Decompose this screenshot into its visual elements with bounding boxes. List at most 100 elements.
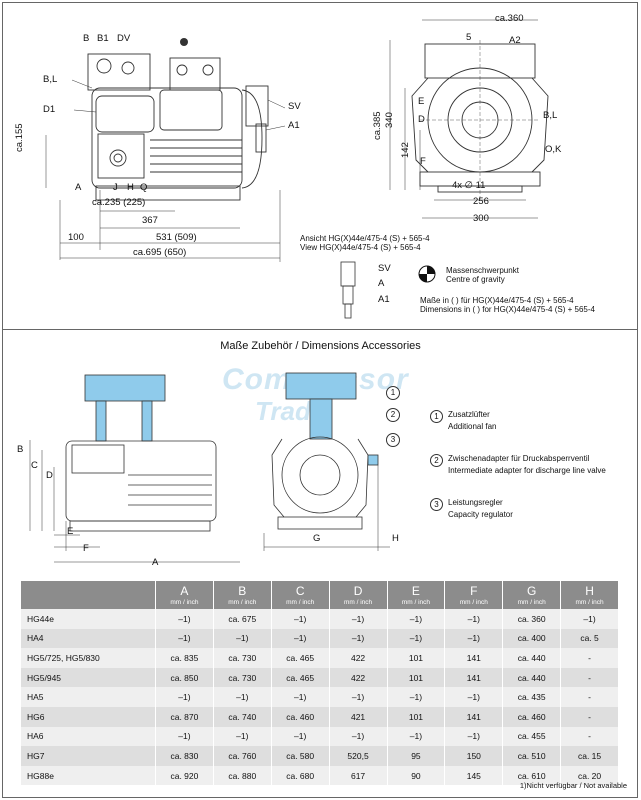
accessory-side-view [29, 374, 240, 563]
legend-cog-de: Massenschwerpunkt [446, 266, 519, 275]
label-bl: B,L [43, 74, 58, 85]
value-cell: 421 [329, 706, 388, 727]
section-title: Maße Zubehör / Dimensions Accessories [220, 340, 421, 352]
value-cell: 101 [387, 648, 446, 668]
table-row: HA6–1)–1)–1)–1)–1)–1)ca. 455- [21, 726, 619, 747]
value-cell: ca. 920 [155, 765, 214, 786]
value-cell: 422 [329, 648, 388, 668]
legend-dims-de: Maße in ( ) für HG(X)44e/475-4 (S) + 565… [420, 296, 574, 305]
value-cell: ca. 850 [155, 667, 214, 688]
header-model [21, 581, 156, 609]
value-cell: - [560, 667, 619, 688]
dim-235: ca.235 (225) [92, 197, 146, 208]
value-cell: ca. 460 [502, 706, 562, 727]
dim-367: 367 [142, 215, 158, 226]
value-cell: ca. 440 [502, 667, 562, 688]
value-cell: ca. 580 [271, 746, 330, 766]
dim-ca360: ca.360 [495, 13, 524, 24]
value-cell: 90 [387, 765, 446, 786]
centre-of-gravity-icon [418, 265, 436, 283]
value-cell: –1) [155, 628, 214, 649]
accessory-de: Zwischenadapter für Druckabsperrventil [448, 454, 590, 463]
value-cell: –1) [271, 628, 330, 649]
value-cell: –1) [155, 687, 214, 707]
value-cell: 145 [444, 765, 504, 786]
value-cell: ca. 680 [271, 765, 330, 786]
dim-256: 256 [473, 196, 489, 207]
label-a1: A1 [288, 120, 300, 131]
dim-531: 531 (509) [156, 232, 197, 243]
value-cell: - [560, 648, 619, 668]
accessory-legend: 1 Zusatzlüfter Additional fan 2 Zwischen… [430, 410, 635, 528]
value-cell: –1) [444, 609, 504, 629]
value-cell: ca. 675 [213, 609, 272, 629]
value-cell: –1) [271, 726, 330, 747]
view-note-en: View HG(X)44e/475-4 (S) + 565-4 [300, 243, 421, 252]
value-cell: –1) [329, 609, 388, 629]
label-ca155: ca.155 [14, 123, 25, 152]
label-q: Q [140, 182, 148, 193]
model-cell: HG44e [21, 609, 156, 629]
callout-1: 1 [386, 386, 400, 400]
value-cell: –1) [271, 687, 330, 707]
small-label-sv: SV [378, 263, 391, 274]
accessory-de: Leistungsregler [448, 498, 503, 507]
value-cell: 617 [329, 765, 388, 786]
model-cell: HG5/725, HG5/830 [21, 648, 156, 668]
callout-3: 3 [386, 433, 400, 447]
value-cell: 101 [387, 667, 446, 688]
dim-100: 100 [68, 232, 84, 243]
value-cell: 141 [444, 706, 504, 727]
value-cell: ca. 760 [213, 746, 272, 766]
value-cell: ca. 880 [213, 765, 272, 786]
value-cell: –1) [329, 687, 388, 707]
label-f: F [420, 156, 426, 167]
value-cell: 95 [387, 746, 446, 766]
accessory-en: Capacity regulator [448, 510, 513, 519]
acc-label-a: A [152, 557, 159, 568]
value-cell: ca. 435 [502, 687, 562, 707]
value-cell: –1) [213, 628, 272, 649]
small-valve-view [340, 261, 356, 319]
value-cell: –1) [444, 628, 504, 649]
table-footnote: 1)Nicht verfügbar / Not available [519, 781, 627, 790]
section-divider [2, 329, 638, 330]
value-cell: ca. 870 [155, 706, 214, 727]
value-cell: –1) [387, 687, 446, 707]
accessory-en: Additional fan [448, 422, 497, 431]
dim-340: 340 [384, 112, 395, 128]
acc-label-d: D [46, 470, 53, 481]
accessory-item: 2 Zwischenadapter für Druckabsperrventil… [430, 454, 635, 484]
front-view-drawing [389, 19, 549, 219]
callout-2: 2 [386, 408, 400, 422]
value-cell: –1) [387, 628, 446, 649]
accessory-item: 1 Zusatzlüfter Additional fan [430, 410, 635, 440]
value-cell: ca. 15 [560, 746, 619, 766]
accessory-item: 3 Leistungsregler Capacity regulator [430, 498, 635, 528]
model-cell: HG6 [21, 706, 156, 727]
label-b: B [83, 33, 90, 44]
value-cell: ca. 465 [271, 648, 330, 668]
value-cell: ca. 440 [502, 648, 562, 668]
value-cell: –1) [271, 609, 330, 629]
value-cell: ca. 360 [502, 609, 562, 629]
label-d: D [418, 114, 425, 125]
label-b1: B1 [97, 33, 109, 44]
view-note-de: Ansicht HG(X)44e/475-4 (S) + 565-4 [300, 234, 430, 243]
label-ok: O,K [545, 144, 562, 155]
value-cell: 150 [444, 746, 504, 766]
model-cell: HA6 [21, 726, 156, 747]
dim-holes: 4x ∅ 11 [452, 180, 486, 191]
value-cell: –1) [444, 687, 504, 707]
acc-label-g: G [313, 533, 321, 544]
value-cell: 141 [444, 648, 504, 668]
label-sv: SV [288, 101, 301, 112]
